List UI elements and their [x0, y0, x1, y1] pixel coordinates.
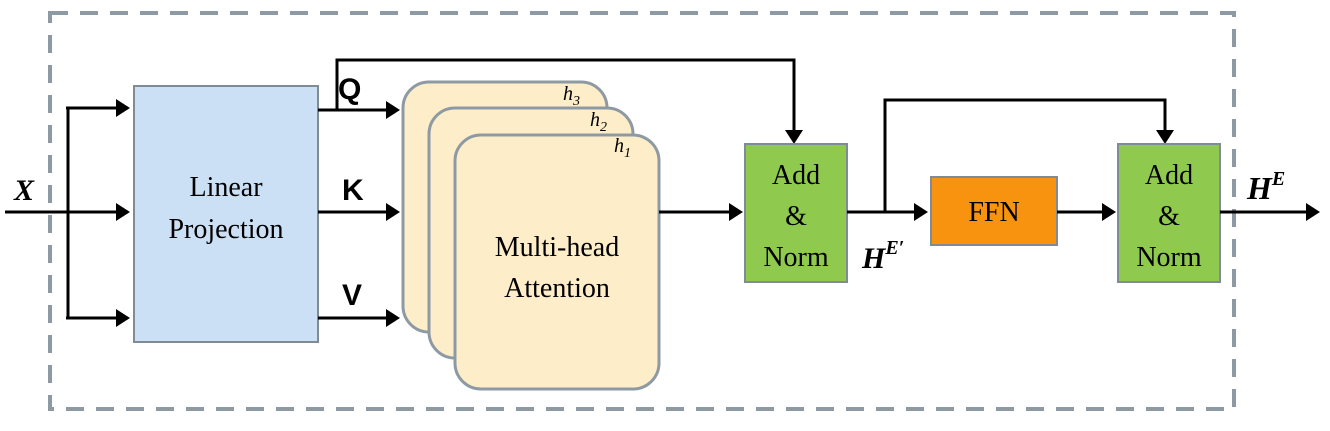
output-h-label: HE	[1246, 168, 1285, 206]
arrowhead-icon	[785, 130, 803, 144]
add-norm-2-box	[1117, 143, 1221, 283]
q-label: Q	[338, 73, 361, 106]
intermediate-h-label: HE′	[861, 237, 904, 275]
arrowhead-icon	[386, 309, 400, 327]
arrowhead-icon	[1306, 203, 1320, 221]
add-norm-1-line1: Add	[772, 160, 820, 191]
attention-label-line1: Multi-head	[495, 232, 619, 263]
residual-connection-1	[335, 58, 796, 136]
arrowhead-icon	[386, 203, 400, 221]
arrowhead-icon	[116, 99, 130, 117]
ffn-label: FFN	[968, 197, 1019, 228]
linear-projection-label-line1: Linear	[189, 172, 263, 203]
add-norm-2-line2: &	[1158, 201, 1180, 232]
svg-text:X: X	[13, 174, 35, 207]
arrowhead-icon	[386, 101, 400, 119]
head-2-label: h2	[590, 109, 607, 135]
add-norm-1-line2: &	[785, 201, 807, 232]
add-norm-2-line3: Norm	[1136, 242, 1202, 273]
add-norm-1-line3: Norm	[763, 242, 829, 273]
linear-projection-label-line2: Projection	[168, 214, 283, 245]
v-label: V	[342, 279, 362, 312]
arrowhead-icon	[116, 203, 130, 221]
ffn-box	[930, 176, 1058, 246]
arrowhead-icon	[1102, 203, 1116, 221]
head-1-label: h1	[614, 135, 631, 161]
input-x-label: X	[13, 174, 35, 207]
linear-projection-box	[133, 85, 319, 343]
attention-head-1-card	[453, 133, 661, 391]
add-norm-1-box	[744, 143, 848, 283]
add-norm-2-line1: Add	[1145, 160, 1193, 191]
k-label: K	[342, 174, 364, 207]
arrowhead-icon	[914, 203, 928, 221]
arrowhead-icon	[1156, 130, 1174, 144]
head-3-label: h3	[563, 83, 580, 109]
residual-connection-2	[883, 98, 1167, 212]
arrowhead-icon	[116, 309, 130, 327]
arrowhead-icon	[729, 203, 743, 221]
attention-label-line2: Attention	[504, 273, 610, 304]
